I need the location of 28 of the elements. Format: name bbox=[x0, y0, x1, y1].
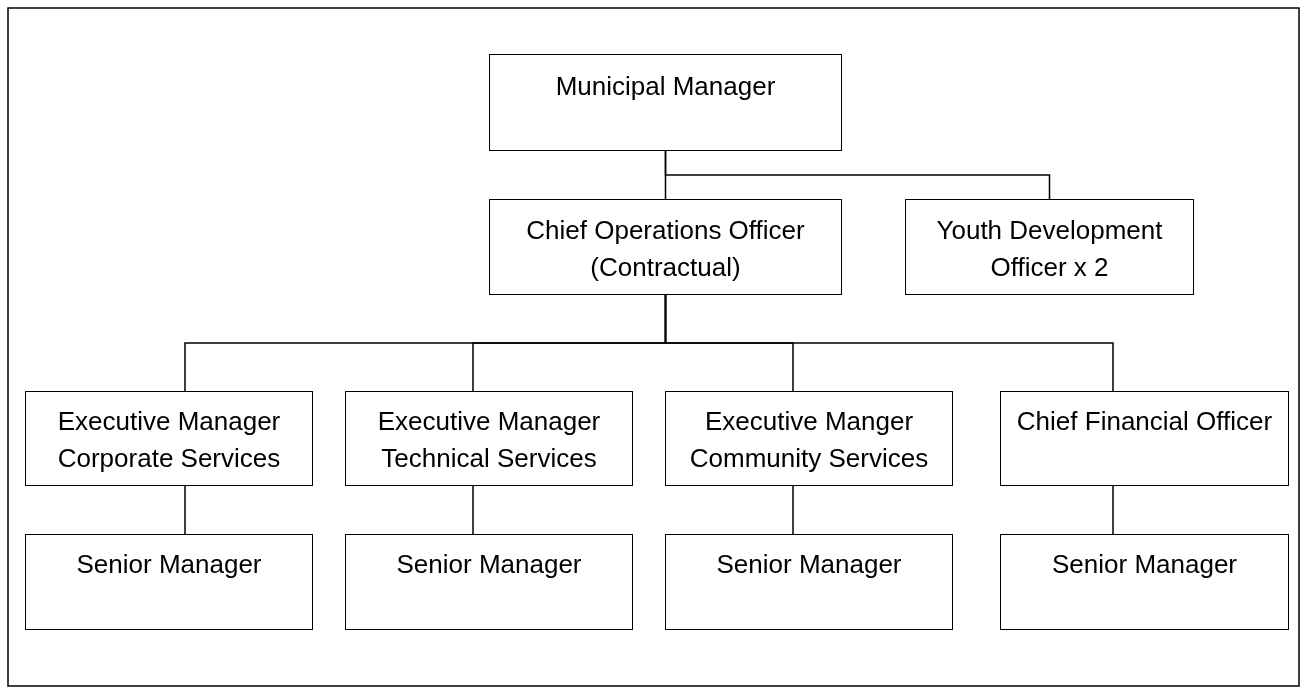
role-box bbox=[345, 391, 633, 486]
role-box bbox=[489, 54, 842, 151]
role-box bbox=[1000, 534, 1289, 630]
role-title: Senior Manager bbox=[395, 548, 583, 581]
connector-line bbox=[664, 150, 1051, 200]
role-box bbox=[1000, 391, 1289, 486]
role-title: Senior Manager bbox=[1051, 548, 1238, 581]
role-box bbox=[345, 534, 633, 630]
role-title: Executive Manger Community Services bbox=[688, 405, 930, 475]
connector-line bbox=[1112, 485, 1114, 535]
role-title: Senior Manager bbox=[75, 548, 263, 581]
role-box bbox=[25, 391, 313, 486]
role-box bbox=[905, 199, 1194, 295]
role-title: Municipal Manager bbox=[554, 70, 777, 103]
role-title: Executive Manager Corporate Services bbox=[56, 405, 282, 475]
role-title: Executive Manager Technical Services bbox=[376, 405, 602, 475]
role-box bbox=[25, 534, 313, 630]
role-title: Youth Development Officer x 2 bbox=[935, 214, 1164, 284]
role-title: Senior Manager bbox=[715, 548, 903, 581]
connector-line bbox=[184, 485, 186, 535]
connector-line bbox=[792, 485, 794, 535]
connector-line bbox=[472, 485, 474, 535]
connector-line bbox=[664, 294, 1114, 392]
role-box bbox=[489, 199, 842, 295]
role-title: Chief Operations Officer (Contractual) bbox=[525, 214, 806, 284]
role-box bbox=[665, 391, 953, 486]
role-title: Chief Financial Officer bbox=[1015, 405, 1274, 438]
role-box bbox=[665, 534, 953, 630]
